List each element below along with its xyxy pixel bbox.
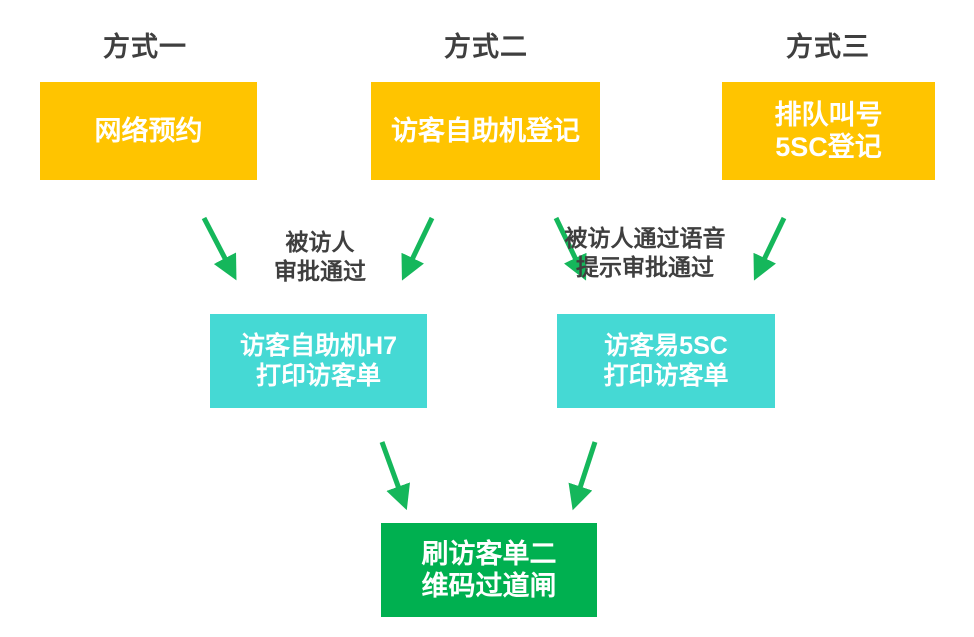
arrow-source2-to-print2 — [553, 216, 587, 281]
final-node-label: 刷访客单二 维码过道闸 — [421, 538, 557, 601]
print-node-1-label: 访客自助机H7 打印访客单 — [240, 332, 397, 390]
arrow-source3-to-print2 — [753, 216, 787, 281]
print-node-2-label: 访客易5SC 打印访客单 — [603, 332, 729, 390]
source-node-self-service-kiosk[interactable]: 访客自助机登记 — [371, 82, 600, 180]
source-node-queue-5sc[interactable]: 排队叫号 5SC登记 — [722, 82, 935, 180]
column-header-method-3: 方式三 — [786, 32, 870, 62]
final-node-scan-qr-gate[interactable]: 刷访客单二 维码过道闸 — [381, 523, 597, 617]
source-node-1-label: 网络预约 — [94, 115, 203, 146]
source-node-2-label: 访客自助机登记 — [391, 115, 580, 146]
print-node-fangkeyi-5sc[interactable]: 访客易5SC 打印访客单 — [557, 314, 775, 408]
edge-label-voice-prompt-approval: 被访人通过语音 提示审批通过 — [564, 225, 726, 280]
arrow-source2-to-print1 — [401, 216, 435, 281]
source-node-online-appointment[interactable]: 网络预约 — [40, 82, 257, 180]
arrow-print1-to-final — [379, 441, 410, 511]
arrow-print2-to-final — [568, 441, 598, 511]
column-header-method-2: 方式二 — [444, 32, 528, 62]
arrow-source1-to-print1 — [201, 216, 237, 281]
source-node-3-label: 排队叫号 5SC登记 — [774, 99, 883, 162]
column-header-method-1: 方式一 — [103, 32, 187, 62]
print-node-kiosk-h7[interactable]: 访客自助机H7 打印访客单 — [210, 314, 427, 408]
edge-label-host-approval: 被访人 审批通过 — [274, 229, 366, 284]
